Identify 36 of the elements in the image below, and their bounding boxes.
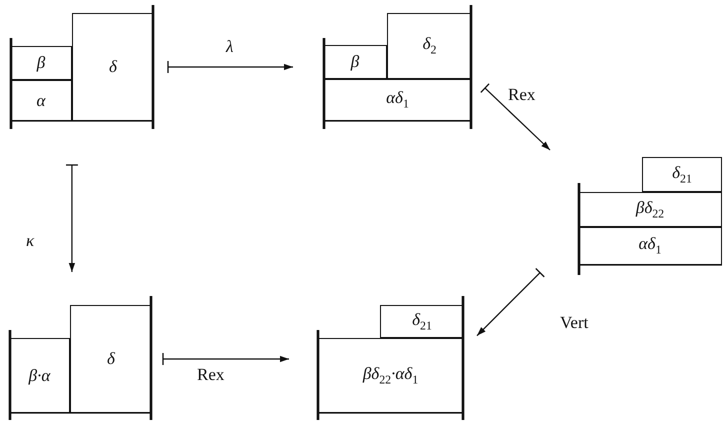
stack-cell <box>72 13 154 121</box>
arrow <box>480 83 550 150</box>
cell-label: α <box>36 90 46 110</box>
stack-cell <box>317 338 464 413</box>
stack-cell <box>578 227 722 265</box>
arrow <box>65 164 79 272</box>
stack-frame <box>323 5 472 129</box>
stack-frame <box>317 296 464 420</box>
cell-label: β <box>350 52 360 72</box>
stack-frame <box>578 157 722 275</box>
arrow <box>167 60 293 74</box>
cell-label: δ$_{21}$ <box>412 310 432 334</box>
stack-cell <box>10 80 72 121</box>
stack-cell <box>10 46 72 80</box>
cell-label: βδ$_{22}$ <box>636 198 664 222</box>
stack-cell <box>323 45 387 79</box>
stack-cell <box>70 305 152 413</box>
stack-cell <box>9 338 70 413</box>
cell-label: αδ$_{1}$ <box>638 234 662 258</box>
arrow <box>476 268 545 336</box>
cell-label: δ <box>109 57 117 77</box>
stack-cell <box>380 305 464 338</box>
cell-label: δ$_{21}$ <box>672 162 692 186</box>
arrow <box>162 352 289 366</box>
cell-label: δ <box>107 349 115 369</box>
cell-label: βδ$_{22}$·αδ$_{1}$ <box>362 364 418 388</box>
stack-cell <box>387 13 472 79</box>
stack-cell <box>323 79 472 121</box>
stack-cell <box>642 157 722 192</box>
stack-frame <box>9 296 152 420</box>
cell-label: δ$_{2}$ <box>422 34 436 58</box>
cell-label: αδ$_{1}$ <box>386 88 409 112</box>
stack-frame <box>10 5 154 129</box>
stack-cell <box>578 192 722 227</box>
cell-label: β <box>36 53 46 73</box>
cell-label: β·α <box>28 366 50 386</box>
